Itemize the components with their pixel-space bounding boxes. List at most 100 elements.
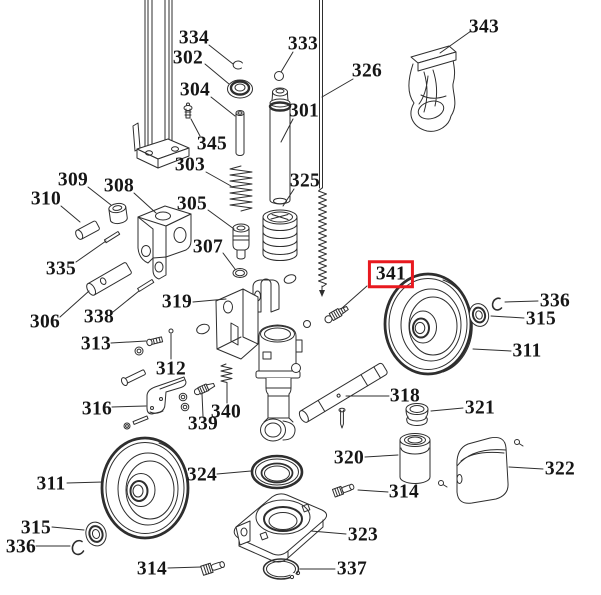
part-label-325[interactable]: 325 [289, 170, 321, 192]
part-label-322[interactable]: 322 [544, 458, 576, 480]
part-label-319[interactable]: 319 [161, 291, 193, 313]
spring-340 [220, 363, 233, 383]
pin-316 [132, 415, 149, 425]
leader-line-306 [59, 290, 90, 318]
leader-line-324 [216, 470, 252, 475]
leader-line-311-right [472, 348, 512, 352]
part-label-336-left[interactable]: 336 [5, 536, 37, 558]
part-label-326[interactable]: 326 [351, 60, 383, 82]
screw-313 [146, 336, 164, 347]
leader-line-311-left [66, 481, 104, 484]
pin-axle [338, 407, 346, 429]
leader-line-333 [280, 51, 294, 73]
leader-line-303 [205, 171, 232, 187]
bolt-312 [120, 369, 146, 387]
lift-rod [319, 0, 323, 189]
leader-line-316 [111, 405, 147, 408]
bushing-pump-right [283, 274, 297, 284]
o-ring-307 [232, 268, 248, 278]
part-label-310[interactable]: 310 [30, 188, 62, 210]
leader-line-304 [210, 96, 236, 117]
leader-line-314-bottom [167, 566, 202, 569]
leader-line-339 [201, 393, 204, 417]
part-label-334[interactable]: 334 [178, 27, 210, 49]
plug-314-bottom [200, 561, 225, 576]
part-label-313[interactable]: 313 [80, 333, 112, 355]
part-label-336-right[interactable]: 336 [539, 290, 571, 312]
leader-line-345 [190, 118, 201, 137]
leader-line-314-right [357, 489, 389, 493]
o-ring-pump-left [196, 323, 210, 335]
part-label-318[interactable]: 318 [389, 385, 421, 407]
valve-341 [324, 306, 349, 324]
part-label-311-left[interactable]: 311 [36, 473, 66, 495]
screw-cover-left [438, 480, 448, 488]
leader-line-310 [60, 205, 81, 223]
pump-body-319 [215, 278, 303, 442]
roll-pin-338 [137, 278, 155, 292]
part-label-315-left[interactable]: 315 [20, 517, 52, 539]
nuts-316 [123, 392, 190, 430]
part-label-333[interactable]: 333 [287, 33, 319, 55]
leader-line-336-right [504, 300, 539, 303]
ram-cylinder-301 [268, 87, 292, 205]
part-label-301[interactable]: 301 [288, 100, 320, 122]
part-label-345[interactable]: 345 [196, 133, 228, 155]
seal-324 [250, 454, 304, 490]
leader-line-321 [430, 407, 464, 412]
leader-line-313 [110, 340, 147, 344]
part-label-307[interactable]: 307 [192, 236, 224, 258]
part-label-337[interactable]: 337 [336, 558, 368, 580]
lever-316 [146, 376, 187, 415]
part-label-323[interactable]: 323 [347, 524, 379, 546]
cap-325 [262, 209, 298, 261]
part-label-314-right[interactable]: 314 [388, 481, 420, 503]
bearing-315-left [85, 521, 107, 547]
leader-line-343 [439, 30, 472, 54]
part-label-311-right[interactable]: 311 [512, 340, 542, 362]
ring-336-left [71, 539, 85, 556]
part-label-305[interactable]: 305 [176, 193, 208, 215]
leader-line-307 [222, 252, 236, 270]
part-label-306[interactable]: 306 [29, 311, 61, 333]
cover-322 [456, 437, 509, 504]
part-label-308[interactable]: 308 [103, 175, 135, 197]
bushing-321 [405, 403, 429, 426]
valve-cartridge-305 [232, 223, 250, 260]
steel-ball-small [303, 320, 311, 328]
part-label-303[interactable]: 303 [174, 154, 206, 176]
part-label-343[interactable]: 343 [468, 16, 500, 38]
nut-313 [134, 346, 144, 356]
ring-336-right [491, 297, 503, 311]
part-label-315-right[interactable]: 315 [525, 308, 557, 330]
part-label-338[interactable]: 338 [83, 306, 115, 328]
bearing-315-right [468, 303, 490, 327]
part-label-312[interactable]: 312 [155, 358, 187, 380]
spring-303 [229, 165, 253, 212]
part-label-340[interactable]: 340 [210, 401, 242, 423]
bearing-302 [227, 79, 253, 99]
leader-lines [35, 30, 544, 570]
leader-line-315-right [490, 315, 525, 319]
leader-line-301 [280, 118, 294, 143]
part-label-302[interactable]: 302 [172, 47, 204, 69]
wheel-311-right [383, 272, 473, 376]
part-label-341[interactable]: 341 [367, 260, 415, 288]
steel-ball-333 [274, 71, 284, 81]
leader-line-335 [75, 240, 107, 263]
part-label-324[interactable]: 324 [186, 464, 218, 486]
part-label-339[interactable]: 339 [187, 413, 219, 435]
part-label-314-bottom[interactable]: 314 [136, 558, 168, 580]
part-label-304[interactable]: 304 [179, 79, 211, 101]
part-label-335[interactable]: 335 [45, 258, 77, 280]
part-label-316[interactable]: 316 [81, 398, 113, 420]
mast-frame [132, 0, 190, 169]
part-label-309[interactable]: 309 [57, 169, 89, 191]
axle-318 [298, 362, 388, 423]
part-label-321[interactable]: 321 [464, 397, 496, 419]
leader-line-302 [204, 63, 230, 85]
part-label-320[interactable]: 320 [333, 447, 365, 469]
